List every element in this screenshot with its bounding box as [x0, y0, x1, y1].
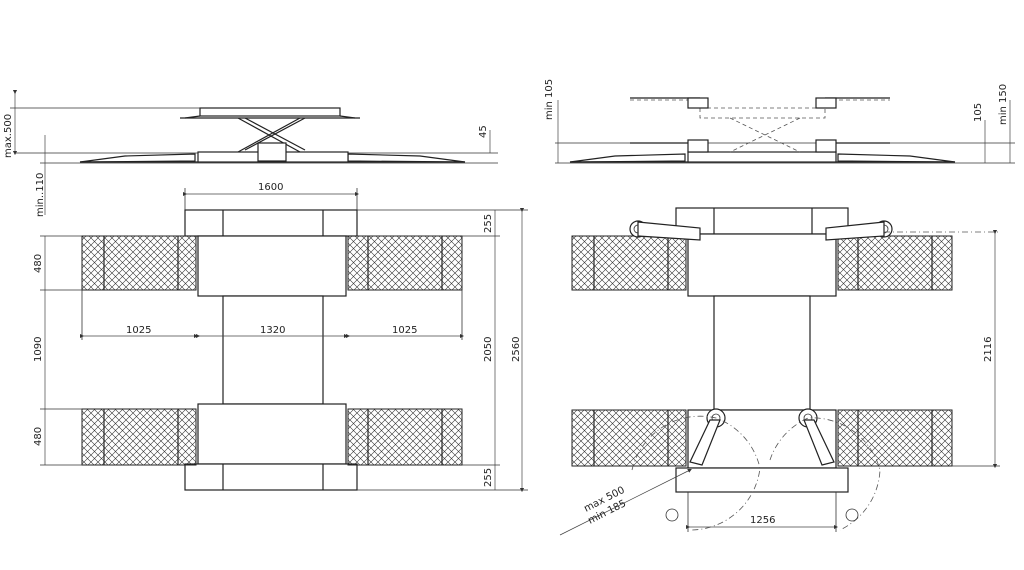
dim-1600: 1600 [258, 182, 283, 193]
dim-2116: 2116 [983, 337, 994, 362]
dim-1320: 1320 [260, 325, 285, 336]
dim-min-150: min 150 [998, 84, 1009, 125]
dim-1090: 1090 [33, 337, 44, 362]
dim-1025-right: 1025 [392, 325, 417, 336]
dim-min-105: min 105 [544, 79, 555, 120]
dim-min-110: min..110 [35, 173, 46, 217]
dim-2560: 2560 [511, 337, 522, 362]
right-top-view [559, 207, 1000, 536]
dim-255-top: 255 [483, 214, 494, 233]
dim-480-top: 480 [33, 254, 44, 273]
dim-2050: 2050 [483, 337, 494, 362]
dim-255-bottom: 255 [483, 468, 494, 487]
dim-45: 45 [478, 125, 489, 138]
dim-max-500: max.500 [3, 114, 14, 158]
dim-480-bottom: 480 [33, 427, 44, 446]
dim-1025-left: 1025 [126, 325, 151, 336]
right-side-view [555, 97, 1015, 164]
dim-105-right: 105 [973, 103, 984, 122]
left-side-view [10, 89, 498, 215]
left-top-view [40, 188, 528, 493]
dim-1256: 1256 [750, 515, 775, 526]
